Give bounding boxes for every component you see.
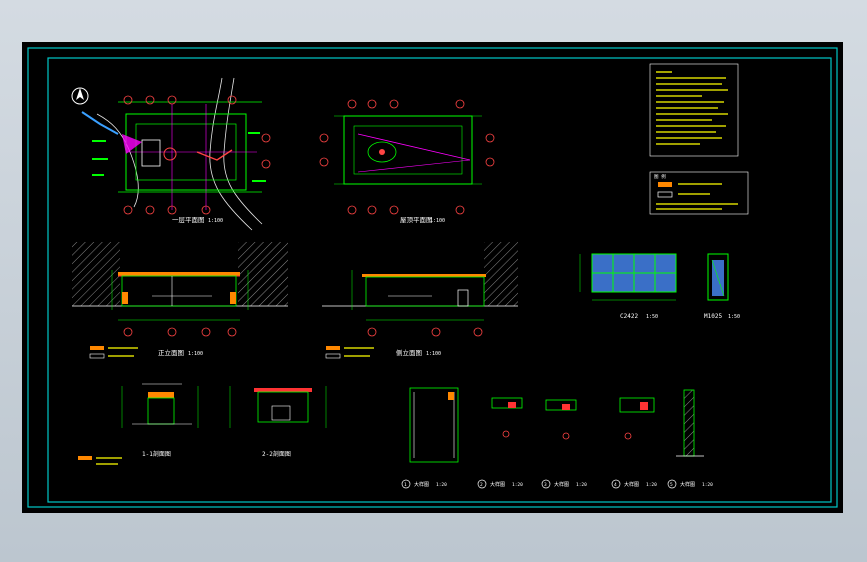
door-elevation: M1025 1:50 xyxy=(704,253,740,320)
elev1-scale: 1:100 xyxy=(188,351,203,357)
elev2-scale: 1:100 xyxy=(426,351,441,357)
elev1-title: 正立面图 xyxy=(158,348,184,357)
plan1-title: 一层平面图 xyxy=(172,216,205,224)
detail-4: 4 大样图 1:20 xyxy=(611,397,657,489)
elev2-title: 侧立面图 xyxy=(396,348,422,357)
front-elevation: 正立面图 1:100 xyxy=(72,242,288,359)
det1-num: 1 xyxy=(404,482,407,488)
det1-title: 大样图 xyxy=(414,481,429,488)
drawing-frame-outer xyxy=(27,47,838,508)
roof-plan: 屋顶平面图 1:100 xyxy=(319,99,495,224)
detail-5: 5 大样图 1:20 xyxy=(667,389,713,489)
section-1-1: 1-1剖面图 xyxy=(78,383,199,465)
material-legend: 图 例 xyxy=(649,171,749,215)
door-title: M1025 xyxy=(704,313,722,320)
window-title: C2422 xyxy=(620,313,638,320)
det3-num: 3 xyxy=(544,482,547,488)
det3-scale: 1:20 xyxy=(576,482,587,488)
plan2-title: 屋顶平面图 xyxy=(400,216,433,224)
detail-2: 2 大样图 1:20 xyxy=(477,397,523,489)
drawing-frame-inner xyxy=(47,57,832,503)
det1-scale: 1:20 xyxy=(436,482,447,488)
detail-3: 3 大样图 1:20 xyxy=(541,399,587,489)
det4-num: 4 xyxy=(614,482,617,488)
cad-viewport[interactable]: 一层平面图 1:100 屋顶平面图 1:100 xyxy=(22,42,843,513)
detail-1: 1 大样图 1:20 xyxy=(401,387,459,489)
det4-title: 大样图 xyxy=(624,481,639,488)
det2-scale: 1:20 xyxy=(512,482,523,488)
section-2-2: 2-2剖面图 xyxy=(229,386,327,458)
plan2-scale: 1:100 xyxy=(430,218,445,224)
window-scale: 1:50 xyxy=(646,314,658,320)
det5-scale: 1:20 xyxy=(702,482,713,488)
det5-num: 5 xyxy=(670,482,673,488)
side-elevation: 侧立面图 1:100 xyxy=(322,242,518,359)
window-elevation: C2422 1:50 xyxy=(579,253,677,320)
sec1-title: 1-1剖面图 xyxy=(142,450,171,458)
door-scale: 1:50 xyxy=(728,314,740,320)
design-notes-block xyxy=(649,63,739,157)
cad-drawing-canvas[interactable]: 一层平面图 1:100 屋顶平面图 1:100 xyxy=(22,42,843,513)
sec2-title: 2-2剖面图 xyxy=(262,450,291,458)
plan1-scale: 1:100 xyxy=(208,218,223,224)
ground-floor-plan: 一层平面图 1:100 xyxy=(71,77,271,231)
det2-num: 2 xyxy=(480,482,483,488)
legend-tag: 图 例 xyxy=(654,173,666,180)
det4-scale: 1:20 xyxy=(646,482,657,488)
det2-title: 大样图 xyxy=(490,481,505,488)
det5-title: 大样图 xyxy=(680,481,695,488)
det3-title: 大样图 xyxy=(554,481,569,488)
